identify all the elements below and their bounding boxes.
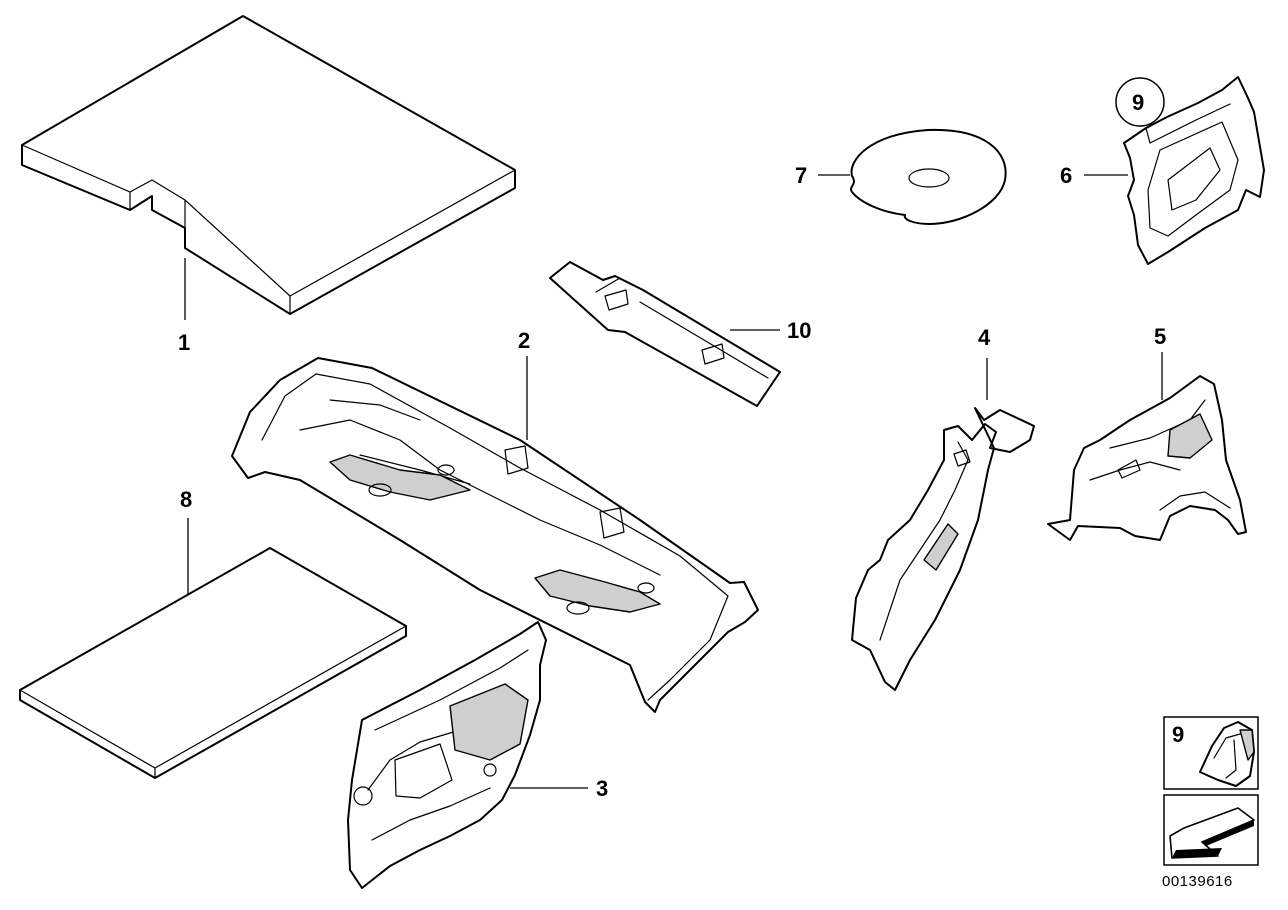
- callout-3: 3: [596, 776, 608, 801]
- callout-9: 9: [1132, 90, 1144, 115]
- arrow-box: [1163, 794, 1259, 866]
- clip-icon: [1199, 721, 1255, 787]
- part-2-floor-insulation[interactable]: [231, 357, 759, 713]
- part-1-trunk-mat[interactable]: [21, 15, 516, 315]
- part-10-insulation-strip[interactable]: [549, 261, 781, 407]
- part-5-wheel-arch-insulation[interactable]: [1047, 375, 1247, 541]
- callout-6: 6: [1060, 163, 1072, 188]
- part-7-disc-insulation[interactable]: [850, 128, 1007, 225]
- leader-lines: [184, 174, 1163, 789]
- callout-10: 10: [787, 318, 811, 343]
- callout-1: 1: [178, 330, 190, 355]
- part-8-flat-mat[interactable]: [19, 547, 407, 779]
- reference-number: 00139616: [1162, 873, 1233, 890]
- legend-label: 9: [1172, 722, 1184, 747]
- part-4-pillar-insulation[interactable]: [851, 407, 1035, 691]
- part-3-door-panel[interactable]: [347, 621, 547, 889]
- callout-2: 2: [518, 328, 530, 353]
- callout-8: 8: [180, 487, 192, 512]
- legend-box: 9: [1163, 716, 1259, 790]
- callout-4: 4: [978, 325, 991, 350]
- arrow-icon: [1169, 807, 1255, 859]
- callout-5: 5: [1154, 324, 1166, 349]
- callout-7: 7: [795, 163, 807, 188]
- part-6-side-panel[interactable]: [1123, 76, 1265, 265]
- callout-9-circled: 9: [1115, 77, 1165, 127]
